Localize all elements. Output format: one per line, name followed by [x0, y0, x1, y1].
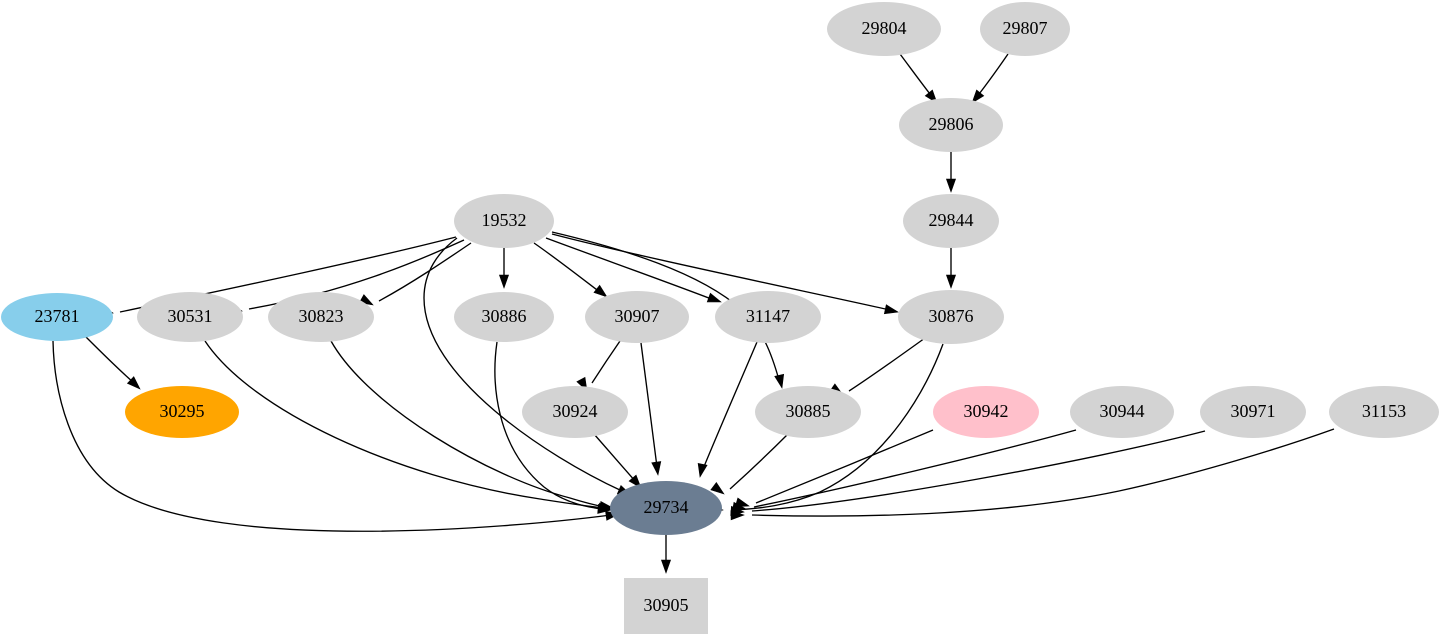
- graph-node-29734[interactable]: 29734: [610, 481, 722, 535]
- graph-node-30531[interactable]: 30531: [137, 292, 243, 342]
- graph-edge: [734, 429, 934, 508]
- graph-edge: [945, 248, 957, 289]
- node-shape-30942[interactable]: [933, 386, 1039, 438]
- graph-node-29844[interactable]: 29844: [903, 194, 999, 248]
- graph-node-29804[interactable]: 29804: [827, 2, 941, 56]
- graph-edge: [945, 152, 957, 193]
- graph-node-30823[interactable]: 30823: [268, 292, 374, 342]
- graph-node-30971[interactable]: 30971: [1200, 386, 1306, 438]
- graph-node-29807[interactable]: 29807: [980, 2, 1070, 56]
- node-shape-30971[interactable]: [1200, 386, 1306, 438]
- graph-edge: [660, 535, 672, 574]
- graph-edge: [730, 428, 1335, 521]
- graph-node-30876[interactable]: 30876: [898, 290, 1004, 344]
- graph-edge: [971, 53, 1009, 104]
- graph-node-30885[interactable]: 30885: [755, 386, 861, 438]
- node-shape-19532[interactable]: [454, 194, 554, 248]
- node-shape-30905[interactable]: [624, 578, 708, 634]
- node-shape-29734[interactable]: [610, 481, 722, 535]
- graph-node-29806[interactable]: 29806: [899, 98, 1003, 152]
- graph-node-30907[interactable]: 30907: [585, 291, 689, 343]
- node-shape-31147[interactable]: [715, 291, 821, 343]
- graph-edge: [697, 341, 758, 478]
- graph-node-31153[interactable]: 31153: [1329, 386, 1439, 438]
- graph-node-30886[interactable]: 30886: [454, 292, 554, 342]
- node-shape-23781[interactable]: [1, 293, 113, 341]
- graph-edge: [551, 231, 785, 389]
- graph-node-19532[interactable]: 19532: [454, 194, 554, 248]
- graph-node-30295[interactable]: 30295: [125, 386, 239, 438]
- graph-edge: [498, 248, 510, 289]
- graph-node-31147[interactable]: 31147: [715, 291, 821, 343]
- node-shape-30876[interactable]: [898, 290, 1004, 344]
- node-shape-30886[interactable]: [454, 292, 554, 342]
- graph-edge: [545, 237, 722, 303]
- graph-edge: [710, 432, 790, 495]
- graph-edge: [85, 336, 141, 390]
- graph-edge: [640, 342, 662, 476]
- node-shape-30944[interactable]: [1070, 386, 1174, 438]
- node-shape-31153[interactable]: [1329, 386, 1439, 438]
- node-shape-30531[interactable]: [137, 292, 243, 342]
- graph-node-30924[interactable]: 30924: [522, 386, 628, 438]
- node-shape-29804[interactable]: [827, 2, 941, 56]
- node-shape-30924[interactable]: [522, 386, 628, 438]
- graph-node-30942[interactable]: 30942: [933, 386, 1039, 438]
- graph-edge: [533, 242, 608, 298]
- graph-edge: [494, 341, 612, 514]
- node-shape-29807[interactable]: [980, 2, 1070, 56]
- node-shape-30907[interactable]: [585, 291, 689, 343]
- node-shape-29806[interactable]: [899, 98, 1003, 152]
- node-shape-29844[interactable]: [903, 194, 999, 248]
- graph-node-30944[interactable]: 30944: [1070, 386, 1174, 438]
- graph-node-23781[interactable]: 23781: [1, 293, 113, 341]
- graph-edge: [551, 233, 899, 315]
- node-shape-30823[interactable]: [268, 292, 374, 342]
- node-shape-30885[interactable]: [755, 386, 861, 438]
- node-shape-30295[interactable]: [125, 386, 239, 438]
- graph-node-30905[interactable]: 30905: [624, 578, 708, 634]
